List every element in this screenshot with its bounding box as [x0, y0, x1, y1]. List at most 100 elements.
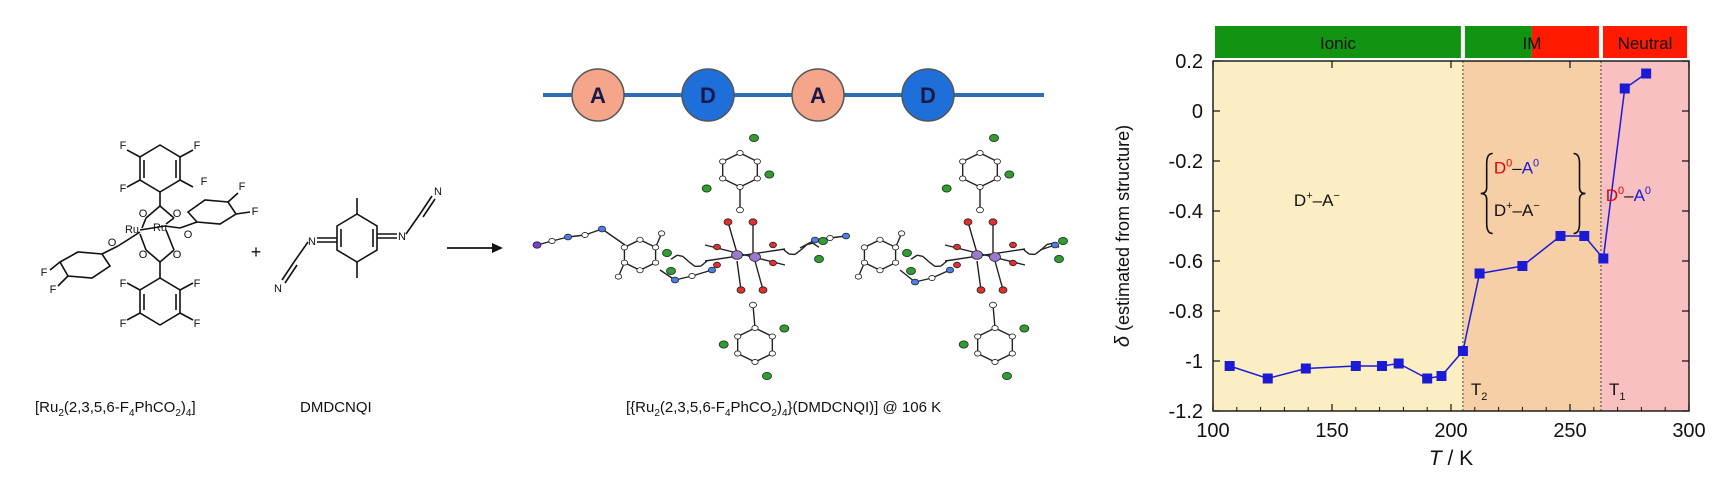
region-label: Ionic	[1320, 34, 1356, 53]
crystal-atom	[1010, 242, 1017, 248]
crystal-bond	[728, 222, 737, 253]
crystal-atom	[946, 267, 953, 273]
crystal-atom	[827, 235, 833, 240]
atom-label-f: F	[50, 284, 57, 296]
crystal-atom	[754, 176, 760, 181]
atom-label-n: N	[434, 186, 442, 198]
chain-node-label: A	[590, 83, 606, 108]
crystal-atom	[708, 267, 715, 273]
crystal-atom	[942, 185, 951, 192]
crystal-bond	[705, 249, 785, 261]
crystal-atom	[582, 232, 588, 237]
crystal-atom	[992, 325, 998, 330]
crystal-atom	[903, 249, 912, 256]
region-label: IM	[1522, 34, 1541, 53]
reaction-arrow	[447, 243, 503, 253]
crystal-bond	[795, 250, 801, 255]
crystal-bond	[602, 229, 625, 245]
atom-label-o: O	[173, 249, 182, 261]
crystal-atom	[929, 275, 935, 280]
crystal-atom	[621, 245, 627, 250]
crystal-bond	[701, 261, 707, 266]
crystal-atom	[689, 273, 695, 278]
data-point	[1225, 361, 1235, 371]
y-tick-label: -1	[1185, 351, 1203, 373]
crystal-bond	[683, 256, 689, 261]
crystal-atom	[671, 277, 678, 283]
crystal-atom	[667, 267, 676, 274]
data-point	[1351, 361, 1361, 371]
crystal-atom	[861, 260, 867, 265]
atom-label-f: F	[120, 278, 127, 290]
crystal-atom	[732, 251, 743, 260]
atom-label-n: N	[274, 283, 282, 295]
crystal-atom	[994, 176, 1000, 181]
crystal-bond	[929, 262, 935, 267]
crystal-atoms	[533, 134, 1068, 379]
crystal-atom	[977, 150, 983, 155]
atom-label-n: N	[398, 231, 406, 243]
crystal-atom	[892, 260, 898, 265]
crystal-atom	[752, 359, 758, 364]
atom-label-n: N	[308, 236, 316, 248]
atom-label-f: F	[41, 267, 48, 279]
crystal-atom	[959, 176, 965, 181]
crystal-atom	[974, 351, 980, 356]
reactant1-label: [Ru2(2,3,5,6-F4PhCO2)4]	[35, 399, 196, 419]
crystal-bond	[968, 222, 977, 253]
y-tick-label: -0.8	[1169, 301, 1203, 323]
x-tick-label: 250	[1553, 420, 1586, 442]
crystal-structure	[533, 134, 1068, 379]
crystal-bond	[993, 305, 995, 328]
crystal-bond	[995, 261, 1003, 290]
region-fill	[1601, 61, 1689, 411]
crystal-atom	[861, 245, 867, 250]
y-tick-label: -0.4	[1169, 201, 1203, 223]
crystal-atom	[770, 260, 777, 266]
atom-label-f: F	[194, 140, 201, 152]
acceptor-node: A	[572, 69, 624, 121]
crystal-atom	[719, 176, 725, 181]
crystal-atom	[714, 262, 721, 268]
crystal-atom	[765, 171, 774, 178]
x-axis-label: T / K	[1429, 447, 1473, 470]
crystal-atom	[621, 260, 627, 265]
crystal-atom	[663, 249, 672, 256]
data-point	[1422, 374, 1432, 384]
dmdcnqi-atom-labels: N N N N	[274, 186, 442, 295]
data-point	[1377, 361, 1387, 371]
crystal-atom	[842, 233, 849, 239]
crystal-atom	[769, 334, 775, 339]
crystal-atom	[811, 237, 818, 243]
crystal-atom	[1055, 255, 1064, 262]
donor-node: D	[902, 69, 954, 121]
crystal-atom	[737, 150, 743, 155]
crystal-atom	[737, 287, 745, 293]
atom-label-o: O	[184, 229, 193, 241]
atom-label-o: O	[173, 208, 182, 220]
product-label: [{Ru2(2,3,5,6-F4PhCO2)4}(DMDCNQI)] @ 106…	[626, 399, 941, 419]
crystal-bond	[911, 255, 917, 259]
crystal-atom	[737, 207, 744, 213]
crystal-atom	[598, 226, 605, 232]
crystal-atom	[1005, 171, 1014, 178]
atom-label-f: F	[120, 140, 127, 152]
crystal-atom	[819, 237, 828, 244]
crystal-atom	[892, 245, 898, 250]
crystal-atom	[770, 242, 777, 248]
crystal-bond	[923, 256, 929, 261]
crystal-atom	[855, 274, 861, 279]
neutral-state-annotation: D0–A0	[1606, 185, 1651, 205]
crystal-atom	[750, 253, 761, 262]
data-point	[1620, 84, 1630, 94]
crystal-atom	[877, 237, 883, 242]
crystal-atom	[877, 268, 883, 273]
atom-label-f: F	[120, 318, 127, 330]
crystal-atom	[652, 260, 658, 265]
crystal-atom	[898, 231, 904, 236]
donor-node: D	[682, 69, 734, 121]
atom-label-o: O	[108, 237, 117, 249]
atom-label-f: F	[252, 206, 259, 218]
